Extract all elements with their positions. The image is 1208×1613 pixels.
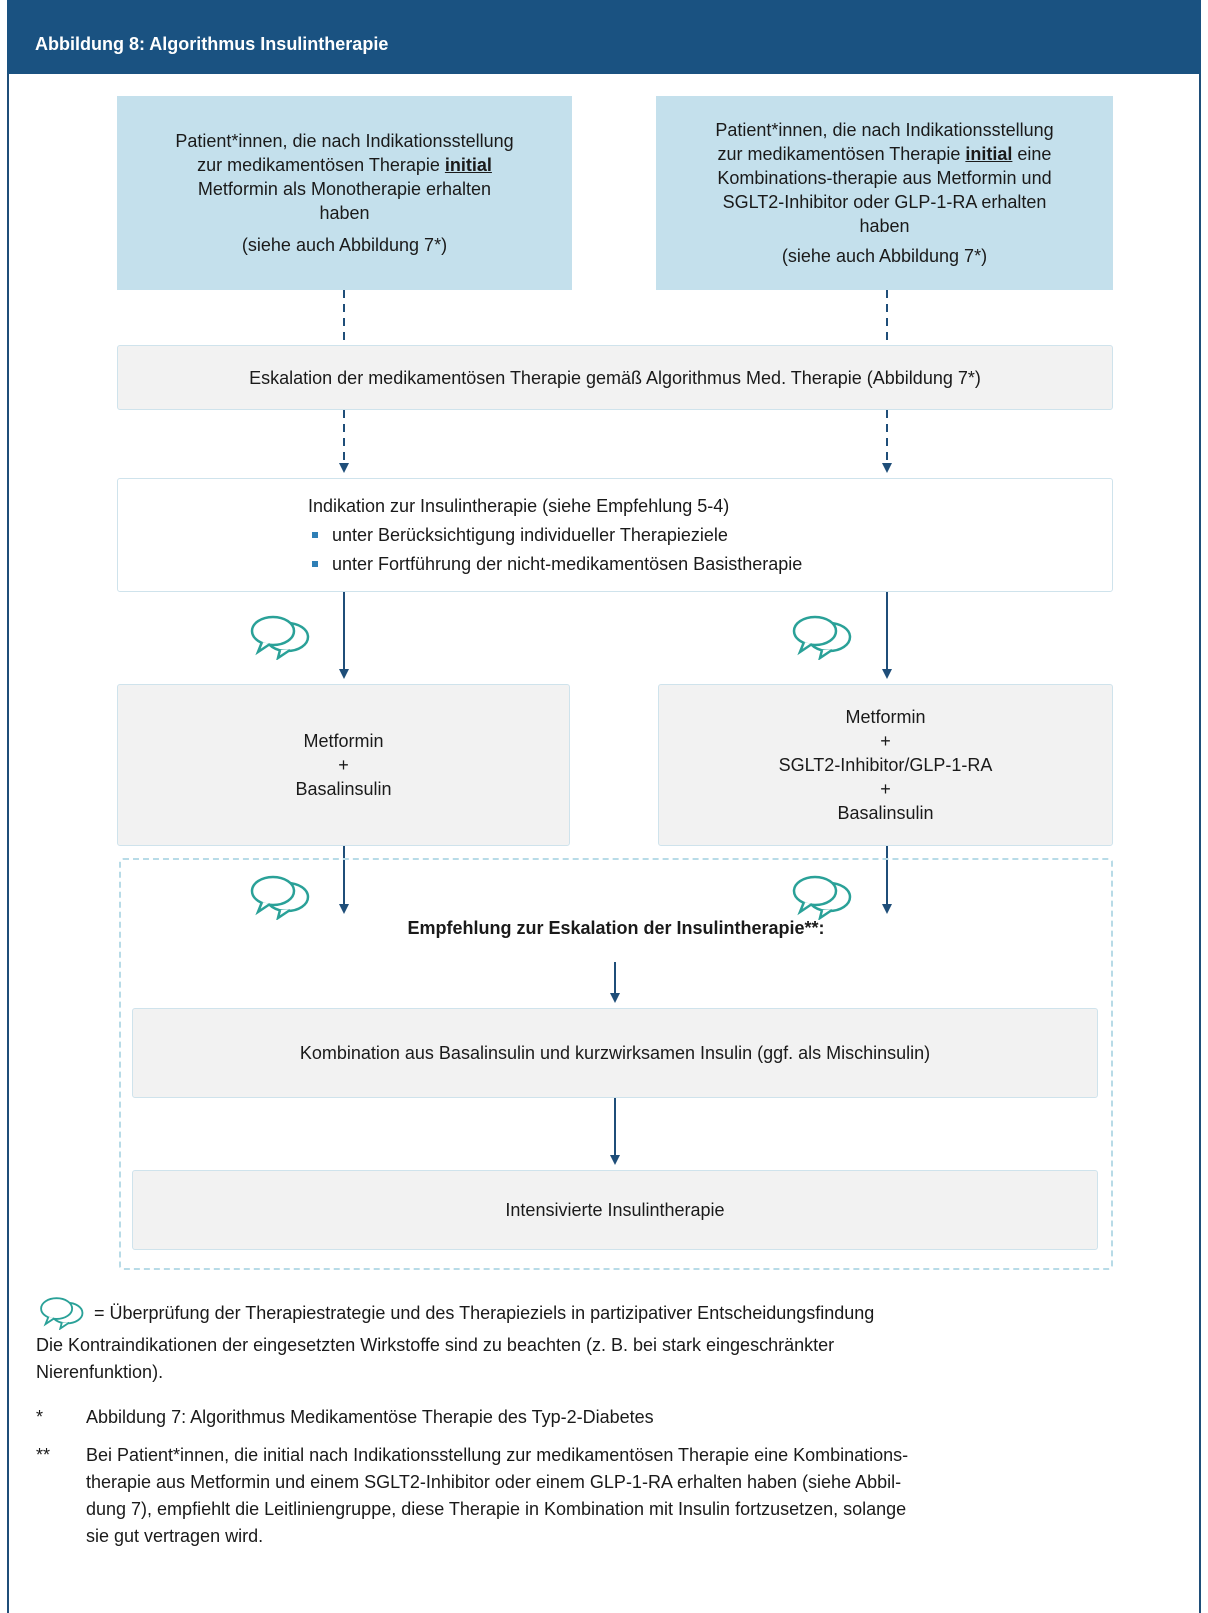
start-left-line: haben: [319, 203, 370, 223]
figure-title: Abbildung 8: Algorithmus Insulintherapie: [7, 0, 1201, 74]
indication-bullet-text: unter Fortführung der nicht-medikamentös…: [332, 553, 803, 574]
start-left-note: (siehe auch Abbildung 7*): [241, 235, 448, 255]
start-left-emphasis: initial: [444, 155, 492, 175]
start-left-line: zur medikamentösen Therapie initial: [175, 153, 513, 177]
footnote-star-mark: *: [36, 1407, 44, 1427]
step1-text: Kombination aus Basalinsulin und kurzwir…: [299, 1043, 931, 1063]
bullet-icon: [312, 561, 318, 567]
start-left-text: zur medikamentösen Therapie: [197, 155, 440, 175]
indication-box: Indikation zur Insulintherapie (siehe Em…: [117, 478, 1113, 592]
start-left-line: Metformin als Monotherapie erhalten: [197, 179, 492, 199]
therapy-left-plus: +: [338, 755, 349, 775]
escalation-text: Eskalation der medikamentösen Therapie g…: [249, 367, 981, 388]
discussion-icon: [792, 615, 852, 660]
footnote-double-star-mark: **: [36, 1445, 51, 1465]
footnote-star-text: Abbildung 7: Algorithmus Medikamentöse T…: [86, 1407, 654, 1427]
start-right-line: zur medikamentösen Therapie initial eine: [715, 142, 1053, 166]
therapy-right-plus: +: [880, 731, 891, 751]
therapy-right-line: Metformin: [845, 707, 926, 727]
start-box-combination: Patient*innen, die nach Indikationsstell…: [656, 96, 1113, 290]
indication-bullet-text: unter Berücksichtigung individueller The…: [332, 524, 728, 545]
start-right-note: (siehe auch Abbildung 7*): [781, 246, 988, 266]
therapy-box-right: Metformin + SGLT2-Inhibitor/GLP-1-RA + B…: [658, 684, 1113, 846]
discussion-icon: [792, 875, 852, 920]
start-right-text: zur medikamentösen Therapie: [717, 144, 961, 164]
escalation-box: Eskalation der medikamentösen Therapie g…: [117, 345, 1113, 410]
discussion-icon: [40, 1297, 84, 1330]
therapy-right-plus: +: [880, 779, 891, 799]
indication-bullet: unter Berücksichtigung individueller The…: [308, 521, 802, 550]
footnote-double-star-line: therapie aus Metformin und einem SGLT2-I…: [86, 1472, 902, 1492]
therapy-left-line: Basalinsulin: [295, 779, 392, 799]
indication-bullet: unter Fortführung der nicht-medikamentös…: [308, 550, 802, 579]
therapy-right-line: SGLT2-Inhibitor/GLP-1-RA: [778, 755, 993, 775]
start-box-metformin-mono: Patient*innen, die nach Indikationsstell…: [117, 96, 572, 290]
therapy-right-line: Basalinsulin: [837, 803, 934, 823]
start-right-text: eine: [1017, 144, 1052, 164]
therapy-box-left: Metformin + Basalinsulin: [117, 684, 570, 846]
start-left-line: Patient*innen, die nach Indikationsstell…: [175, 131, 514, 151]
legend-text: = Überprüfung der Therapiestrategie und …: [94, 1302, 875, 1323]
legend-line: = Überprüfung der Therapiestrategie und …: [36, 1296, 874, 1330]
start-right-emphasis: initial: [965, 144, 1013, 164]
contraindication-line: Die Kontraindikationen der eingesetzten …: [36, 1335, 835, 1355]
figure-frame: [7, 0, 1201, 1613]
therapy-left-line: Metformin: [303, 731, 384, 751]
insulin-escalation-heading-text: Empfehlung zur Eskalation der Insulinthe…: [407, 918, 825, 938]
contraindication-line: Nierenfunktion).: [36, 1362, 164, 1382]
step2-box: Intensivierte Insulintherapie: [132, 1170, 1098, 1250]
step2-text: Intensivierte Insulintherapie: [505, 1200, 725, 1220]
start-right-line: haben: [859, 216, 910, 236]
start-right-line: Patient*innen, die nach Indikationsstell…: [715, 120, 1054, 140]
footnote-double-star-line: sie gut vertragen wird.: [86, 1526, 264, 1546]
start-right-line: SGLT2-Inhibitor oder GLP-1-RA erhalten: [722, 192, 1047, 212]
bullet-icon: [312, 532, 318, 538]
footnote-double-star: ** Bei Patient*innen, die initial nach I…: [36, 1442, 908, 1550]
footnote-double-star-line: Bei Patient*innen, die initial nach Indi…: [86, 1445, 909, 1465]
footnote-star: * Abbildung 7: Algorithmus Medikamentöse…: [36, 1404, 654, 1431]
discussion-icon: [250, 875, 310, 920]
connectors: [339, 290, 892, 1165]
footnote-double-star-line: dung 7), empfiehlt die Leitliniengruppe,…: [86, 1499, 907, 1519]
insulin-escalation-group: [119, 858, 1113, 1270]
step1-box: Kombination aus Basalinsulin und kurzwir…: [132, 1008, 1098, 1098]
discussion-icon: [250, 615, 310, 660]
contraindication-note: Die Kontraindikationen der eingesetzten …: [36, 1332, 834, 1386]
start-right-line: Kombinations-therapie aus Metformin und: [717, 168, 1052, 188]
indication-heading: Indikation zur Insulintherapie (siehe Em…: [308, 495, 730, 516]
insulin-escalation-heading: Empfehlung zur Eskalation der Insulinthe…: [119, 908, 1113, 948]
